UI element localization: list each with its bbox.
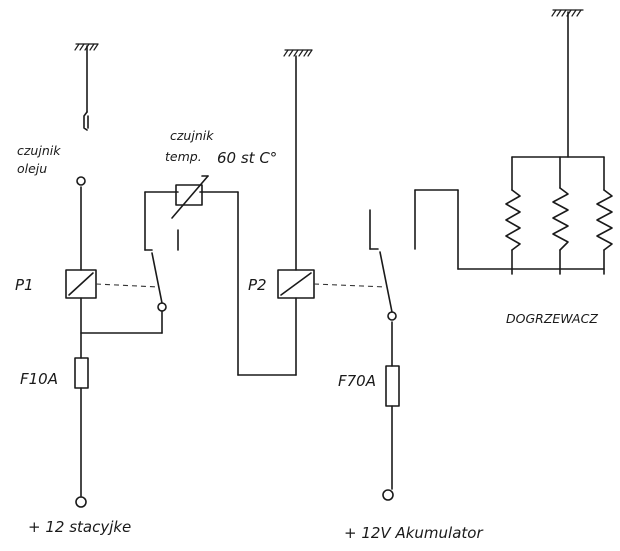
ground-symbol-middle — [283, 49, 313, 57]
relay-p1-contact — [151, 252, 167, 312]
fuse-f10a-label: F10A — [20, 370, 58, 388]
fuse-f70a-label: F70A — [338, 372, 376, 390]
relay-p2-contact — [379, 251, 397, 321]
temp-sensor — [171, 175, 209, 219]
relay-p1-coupling — [95, 283, 159, 288]
right-branch-wires — [369, 189, 459, 490]
left-branch-wires — [80, 45, 163, 497]
oil-sensor-terminal — [76, 176, 86, 186]
relay-p2-coupling — [313, 283, 387, 288]
oil-sensor-label-line1: czujnik — [17, 143, 61, 158]
temp-sensor-loop-wires — [144, 191, 297, 376]
supply-left-label: + 12 stacyjke — [28, 518, 131, 536]
heater-label: DOGRZEWACZ — [506, 311, 598, 326]
supply-terminal-right — [382, 489, 394, 501]
fuse-f10a — [74, 357, 89, 389]
oil-sensor-label-line2: oleju — [17, 161, 47, 176]
ground-symbol-left — [74, 43, 99, 51]
ground-symbol-right — [551, 9, 584, 17]
relay-p1 — [65, 269, 97, 299]
relay-p2 — [277, 269, 315, 299]
heater-resistor-2 — [552, 187, 569, 251]
fuse-f70a — [385, 365, 400, 407]
heater-resistor-1 — [505, 189, 521, 251]
supply-terminal-left — [75, 496, 87, 508]
relay-p2-label: P2 — [248, 276, 267, 294]
temp-sensor-label-line2: temp. — [165, 149, 202, 164]
temp-sensor-value: 60 st C° — [217, 149, 277, 167]
supply-right-label: + 12V Akumulator — [344, 524, 483, 542]
heater-wires — [457, 11, 605, 275]
relay-p1-label: P1 — [15, 276, 34, 294]
heater-resistor-3 — [596, 189, 613, 251]
temp-sensor-label-line1: czujnik — [170, 128, 214, 143]
